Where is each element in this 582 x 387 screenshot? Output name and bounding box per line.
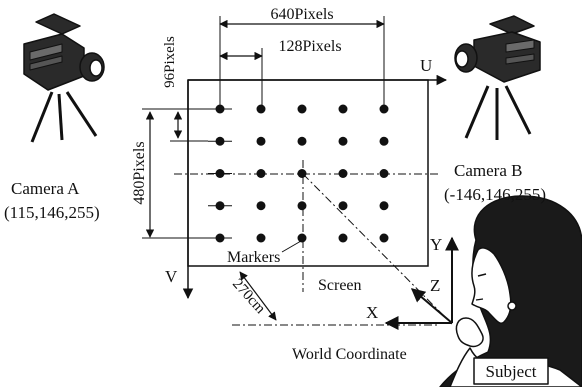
marker-dot — [215, 169, 225, 178]
marker-dot — [256, 104, 266, 114]
marker-dot — [297, 104, 307, 114]
camera-b-name: Camera B — [454, 161, 522, 180]
world-x-label: X — [366, 303, 378, 322]
marker-dot — [215, 233, 225, 243]
marker-dot — [338, 169, 348, 178]
screen-width-label: 640Pixels — [270, 6, 333, 23]
marker-spacing-x-label: 128Pixels — [278, 38, 341, 55]
world-coordinate-label: World Coordinate — [292, 346, 407, 363]
world-y-label: Y — [430, 235, 442, 254]
marker-dot — [215, 104, 225, 114]
marker-dot — [338, 104, 348, 114]
marker-dot — [256, 201, 266, 211]
marker-dot — [379, 136, 389, 146]
screen-label: Screen — [318, 277, 362, 294]
markers-label: Markers — [227, 249, 280, 266]
marker-dot — [297, 169, 307, 178]
markers-pointer — [281, 240, 302, 253]
marker-dot — [297, 201, 307, 211]
distance-dimension-line — [239, 271, 277, 321]
center-to-subject-line — [302, 173, 453, 325]
camera-b-position: (-146,146,255) — [444, 185, 546, 204]
camera-a-position: (115,146,255) — [4, 203, 100, 222]
marker-dot — [215, 136, 225, 146]
camera-a-name: Camera A — [11, 179, 80, 198]
subject-figure-icon — [439, 195, 582, 387]
marker-dot — [256, 169, 266, 178]
marker-dot — [256, 233, 266, 243]
distance-label: 270cm — [229, 276, 268, 317]
markers-grid — [208, 104, 389, 243]
marker-spacing-y-label: 96Pixels — [162, 36, 178, 88]
marker-dot — [379, 169, 389, 178]
camera-b-icon — [454, 15, 541, 140]
marker-dot — [338, 136, 348, 146]
camera-a-icon — [23, 13, 105, 143]
screen-height-label: 480Pixels — [131, 141, 148, 204]
u-axis-label: U — [420, 56, 432, 75]
marker-dot — [256, 136, 266, 146]
marker-dot — [297, 136, 307, 146]
marker-dot — [215, 201, 225, 211]
marker-dot — [379, 233, 389, 243]
marker-dot — [338, 233, 348, 243]
marker-dot — [297, 233, 307, 243]
world-z-label: Z — [430, 276, 440, 295]
marker-dot — [379, 201, 389, 211]
v-axis-label: V — [165, 267, 178, 286]
marker-dot — [338, 201, 348, 211]
world-z-axis — [410, 288, 453, 324]
marker-dot — [379, 104, 389, 114]
subject-label: Subject — [486, 362, 537, 381]
